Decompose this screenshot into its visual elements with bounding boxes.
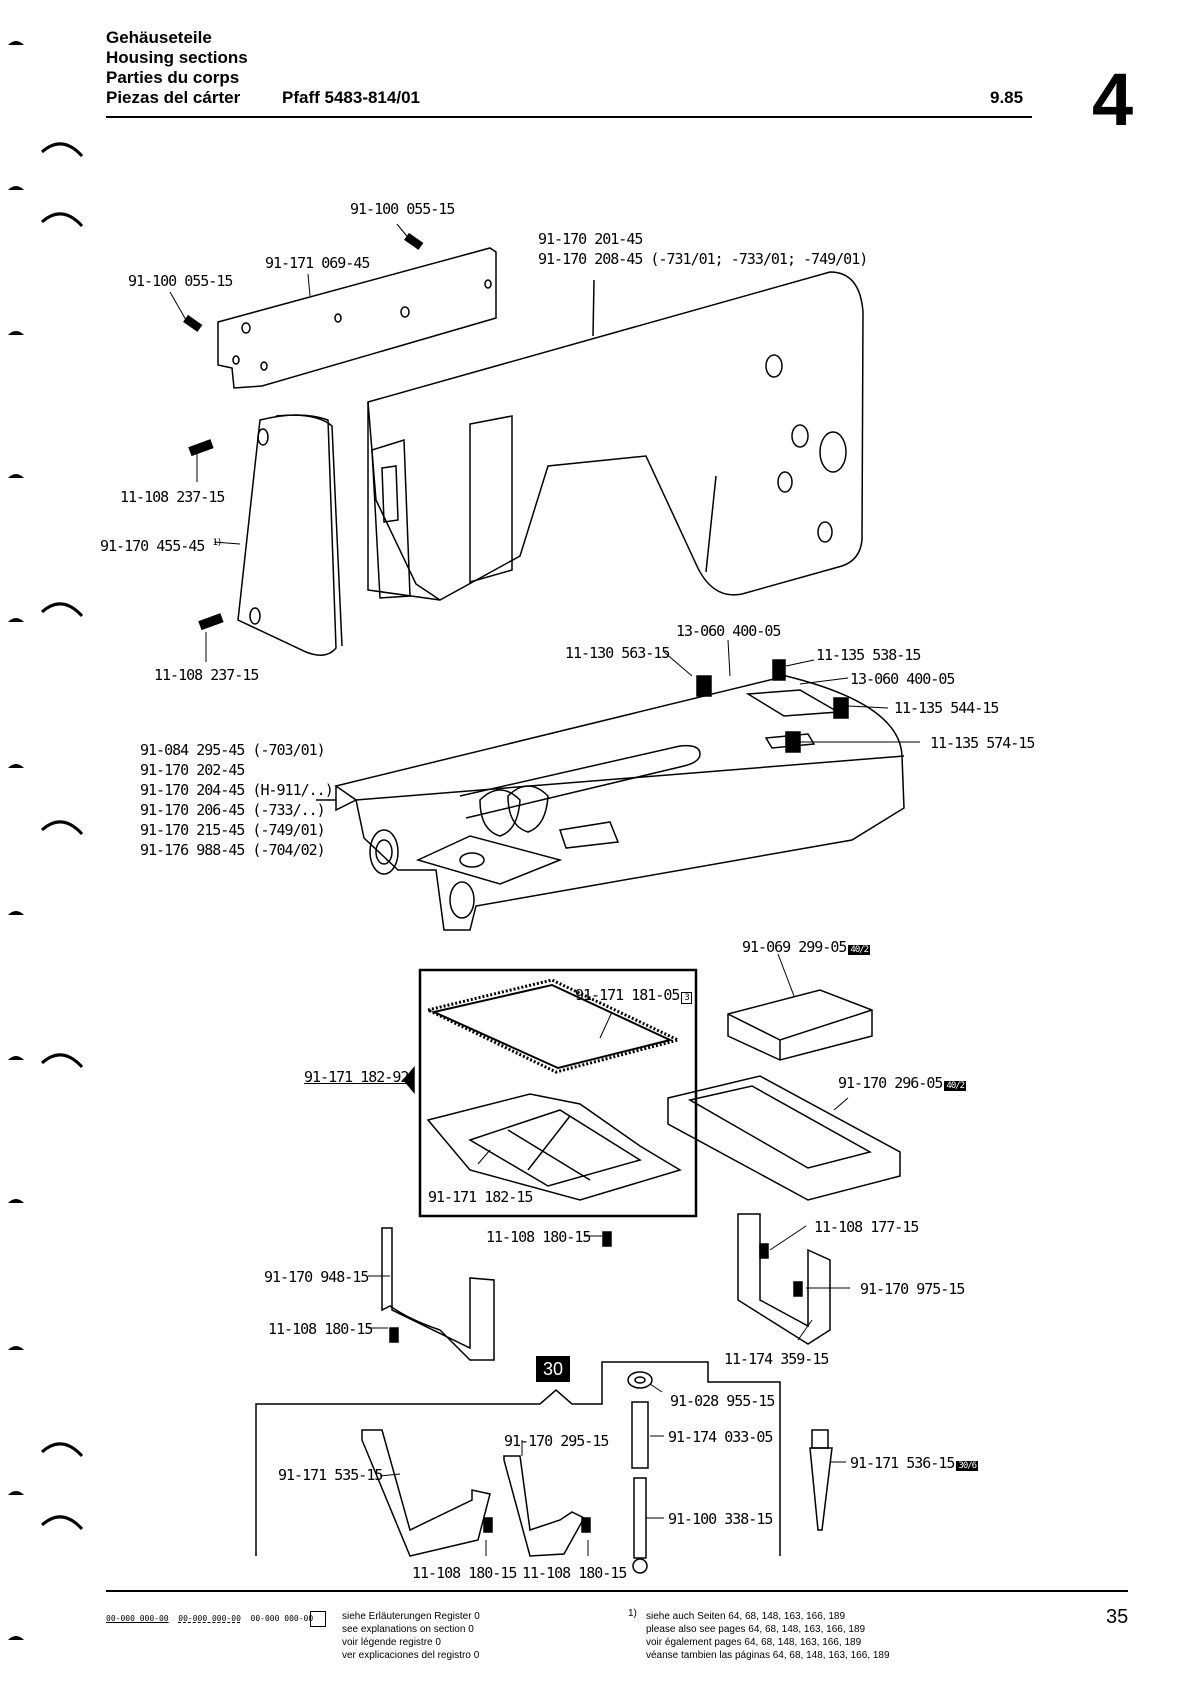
part-label: 91-171 535-15: [278, 1466, 383, 1484]
margin-marks: [8, 41, 24, 1640]
foam-block: [727, 989, 873, 1061]
part-label: 11-174 359-15: [724, 1350, 829, 1368]
drip-tray: [667, 1075, 901, 1201]
part-label: 91-171 182-92: [304, 1068, 409, 1086]
legend-line: see explanations on section 0: [342, 1624, 474, 1635]
legend-box-icon: [310, 1611, 326, 1627]
margin-arcs: [40, 142, 84, 1531]
base-part-list: 91-084 295-45 (-703/01) 91-170 202-45 91…: [140, 740, 334, 860]
ref-badge: 40/2: [944, 1081, 967, 1091]
section-number: 4: [1092, 58, 1134, 141]
header-rule: [106, 116, 1032, 118]
part-label: 11-108 180-15: [412, 1564, 517, 1582]
legend-code: 00-000 000-00: [178, 1614, 241, 1623]
ref-badge: 40/2: [848, 945, 871, 955]
part-label: 13-060 400-05: [676, 622, 781, 640]
part-label: 91-170 202-45: [140, 761, 245, 779]
bracket-bottom-left: [361, 1429, 491, 1557]
bed-plate: [316, 675, 905, 931]
part-label: 13-060 400-05: [850, 670, 955, 688]
footnote-mark: 1): [628, 1608, 637, 1619]
part-label: 11-108 180-15: [486, 1228, 591, 1246]
part-label: 11-135 538-15: [816, 646, 921, 664]
ref-badge: 3: [681, 992, 692, 1004]
part-label: 91-170 455-45 1): [100, 537, 222, 555]
part-label: 91-100 055-15: [350, 200, 455, 218]
footnote-line: véanse tambien las páginas 64, 68, 148, …: [646, 1650, 890, 1661]
group-outline: [255, 1361, 781, 1556]
oil-pan-box: [403, 968, 698, 1218]
part-label: 91-170 295-15: [504, 1432, 609, 1450]
part-label: 11-108 180-15: [522, 1564, 627, 1582]
legend-text: siehe Erläuterungen Register 0 see expla…: [342, 1610, 480, 1662]
cover-plate: [217, 247, 497, 389]
part-label: 91-170 948-15: [264, 1268, 369, 1286]
bracket-left: [381, 1227, 495, 1361]
part-label: 11-108 237-15: [120, 488, 225, 506]
part-label: 91-170 215-45 (-749/01): [140, 821, 326, 839]
part-label: 91-174 033-05: [668, 1428, 773, 1446]
leader-lines: [169, 223, 920, 1556]
part-label: 91-170 208-45 (-731/01; -733/01; -749/01…: [538, 250, 868, 268]
legend-codes: 00-000 000-00 00-000 000-00 00-000 000-0…: [106, 1612, 313, 1625]
part-label: 11-130 563-15: [565, 644, 670, 662]
part-label: 91-176 988-45 (-704/02): [140, 841, 326, 859]
footer-rule: [106, 1590, 1128, 1592]
legend-line: ver explicaciones del registro 0: [342, 1650, 480, 1661]
part-label: 91-171 069-45: [265, 254, 370, 272]
title-english: Housing sections: [106, 48, 248, 67]
date-label: 9.85: [990, 88, 1024, 107]
bracket-bottom-mid: [503, 1455, 586, 1557]
part-label: 91-170 204-45 (H-911/..): [140, 781, 334, 799]
part-label: 91-100 338-15: [668, 1510, 773, 1528]
footnote-text: siehe auch Seiten 64, 68, 148, 163, 166,…: [646, 1610, 890, 1662]
footnote-line: please also see pages 64, 68, 148, 163, …: [646, 1624, 866, 1635]
side-cover: [237, 414, 343, 656]
part-label: 11-108 237-15: [154, 666, 259, 684]
part-label: 91-170 206-45 (-733/..): [140, 801, 326, 819]
part-label: 91-170 201-45: [538, 230, 643, 248]
page-number: 35: [1106, 1606, 1129, 1628]
footnote-line: siehe auch Seiten 64, 68, 148, 163, 166,…: [646, 1611, 846, 1622]
legend-line: voir légende registre 0: [342, 1637, 441, 1648]
model-label: Pfaff 5483-814/01: [282, 88, 420, 107]
legend-line: siehe Erläuterungen Register 0: [342, 1611, 480, 1622]
part-label: 11-135 544-15: [894, 699, 999, 717]
part-label: 91-028 955-15: [670, 1392, 775, 1410]
rubber-foot: [809, 1429, 833, 1531]
part-label: 91-170 975-15: [860, 1280, 965, 1298]
part-label: 91-084 295-45 (-703/01): [140, 741, 326, 759]
title-spanish: Piezas del cárter: [106, 88, 241, 107]
title-german: Gehäuseteile: [106, 28, 212, 47]
legend-code: 00-000 000-00: [106, 1614, 169, 1623]
arm-housing: [367, 271, 864, 601]
part-label: 11-108 180-15: [268, 1320, 373, 1338]
footnote-line: voir également pages 64, 68, 148, 163, 1…: [646, 1637, 862, 1648]
part-label: 11-108 177-15: [814, 1218, 919, 1236]
section-reference-box[interactable]: 30: [536, 1356, 570, 1382]
part-label: 91-100 055-15: [128, 272, 233, 290]
part-label: 11-135 574-15: [930, 734, 1035, 752]
title-french: Parties du corps: [106, 68, 240, 87]
title-block: Gehäuseteile Housing sections Parties du…: [106, 28, 248, 108]
legend-code: 00-000 000-00: [250, 1614, 314, 1623]
ref-badge: 30/6: [956, 1461, 979, 1471]
part-label: 91-171 182-15: [428, 1188, 533, 1206]
bracket-right: [737, 1213, 831, 1345]
spacer-stack: [627, 1371, 653, 1574]
